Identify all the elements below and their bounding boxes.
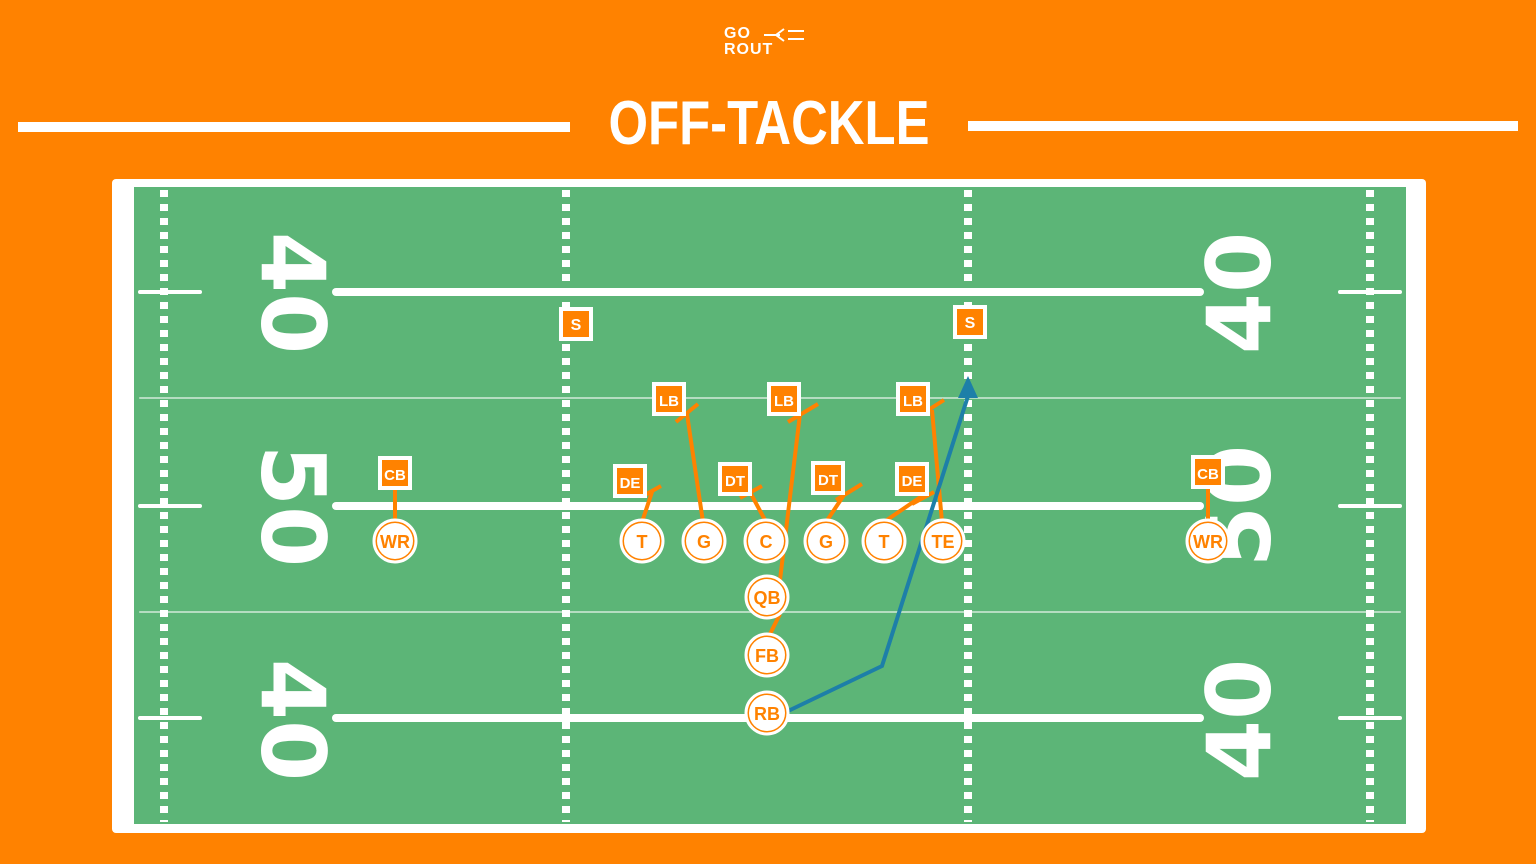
yard-number: 40 xyxy=(1188,232,1291,354)
defender-lb: LB xyxy=(896,382,930,416)
yard-number: 40 xyxy=(241,659,344,781)
offense-c: C xyxy=(743,518,789,564)
defense-players: S S LB LB LB CB DE DT xyxy=(378,305,1225,520)
defender-dt: DT xyxy=(718,462,752,496)
yard-number: 40 xyxy=(241,232,344,354)
offense-te: TE xyxy=(920,518,966,564)
logo-line-2: ROUT xyxy=(724,41,774,58)
defender-label: S xyxy=(965,315,976,332)
offense-wr: WR xyxy=(1185,518,1231,564)
defender-label: CB xyxy=(384,467,406,484)
title-rule-right xyxy=(968,121,1518,131)
offense-players: WR T G C G T TE WR xyxy=(372,518,1231,736)
defender-label: LB xyxy=(774,393,794,410)
gorout-logo: GO ROUT xyxy=(724,26,812,62)
rb-run-route xyxy=(785,376,978,714)
defender-label: DT xyxy=(818,472,838,489)
offense-t: T xyxy=(619,518,665,564)
logo-arrow-icon xyxy=(764,28,804,42)
player-label: TE xyxy=(931,532,954,552)
offense-t: T xyxy=(861,518,907,564)
player-label: G xyxy=(697,532,711,552)
player-label: WR xyxy=(380,532,410,552)
run-path xyxy=(785,395,970,714)
defender-de: DE xyxy=(895,462,929,496)
block-right-guard xyxy=(824,482,864,524)
defender-label: DE xyxy=(902,473,923,490)
defender-label: LB xyxy=(903,393,923,410)
defender-label: LB xyxy=(659,393,679,410)
offense-wr: WR xyxy=(372,518,418,564)
defender-cb: CB xyxy=(1191,455,1225,520)
yard-number: 50 xyxy=(241,445,344,567)
defender-label: DE xyxy=(620,475,641,492)
defender-dt: DT xyxy=(811,461,845,495)
route-arrow-icon xyxy=(958,376,978,398)
defender-de: DE xyxy=(613,464,647,498)
play-title: OFF-TACKLE xyxy=(608,89,930,158)
player-label: G xyxy=(819,532,833,552)
defender-lb: LB xyxy=(652,382,686,416)
player-label: QB xyxy=(754,588,781,608)
defender-label: DT xyxy=(725,473,745,490)
offense-fb: FB xyxy=(744,632,790,678)
defender-lb: LB xyxy=(767,382,801,416)
defender-s: S xyxy=(559,307,593,341)
logo-line-1: GO xyxy=(724,25,751,42)
player-label: RB xyxy=(754,704,780,724)
offense-g: G xyxy=(681,518,727,564)
title-rule-left xyxy=(18,122,570,132)
offense-g: G xyxy=(803,518,849,564)
defender-cb: CB xyxy=(378,456,412,520)
defender-s: S xyxy=(953,305,987,339)
defender-label: CB xyxy=(1197,466,1219,483)
player-label: C xyxy=(760,532,773,552)
defender-label: S xyxy=(571,317,582,334)
block-right-tackle xyxy=(882,490,935,524)
offense-qb: QB xyxy=(744,574,790,620)
yard-numbers: 40 50 40 40 50 40 xyxy=(241,232,1291,781)
block-left-guard xyxy=(674,402,705,523)
yard-number: 40 xyxy=(1188,659,1291,781)
offense-rb: RB xyxy=(744,690,790,736)
player-label: T xyxy=(879,532,890,552)
player-label: T xyxy=(637,532,648,552)
player-label: WR xyxy=(1193,532,1223,552)
player-label: FB xyxy=(755,646,779,666)
